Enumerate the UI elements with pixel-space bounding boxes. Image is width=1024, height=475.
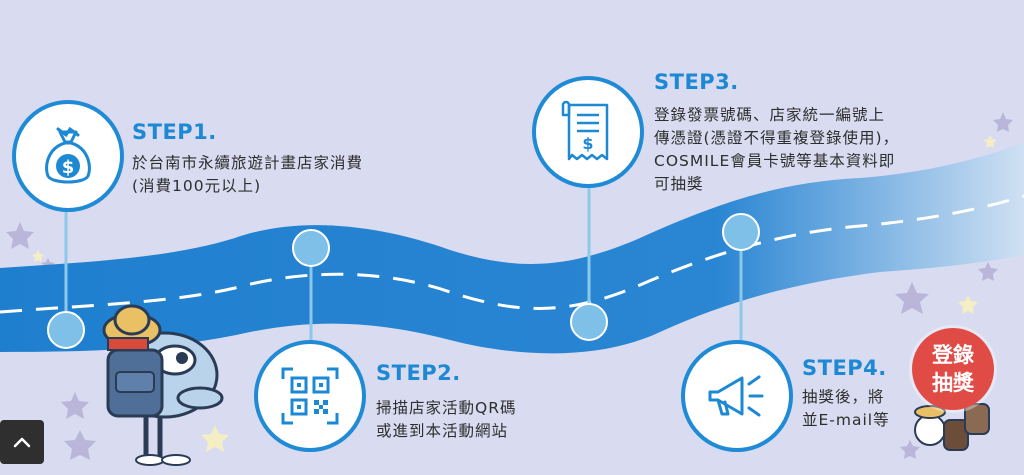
step3-line: COSMILE會員卡號等基本資料即 (654, 152, 896, 170)
receipt-icon: $ (561, 100, 609, 161)
stars-decoration (6, 112, 1013, 460)
step1-description: 於台南市永續旅遊計畫店家消費 (消費100元以上) (132, 152, 363, 198)
step4-line: 抽獎後，將 (802, 388, 885, 406)
step2-description: 掃描店家活動QR碼 或進到本活動網站 (376, 397, 516, 443)
step1-icon-circle: $ (12, 100, 124, 212)
step3-description: 登錄發票號碼、店家統一編號上 傳憑證(憑證不得重複登錄使用)， COSMILE會… (654, 104, 899, 196)
qr-code-icon (281, 367, 339, 425)
step4-icon-circle (681, 340, 793, 452)
step4-line: 並E-mail等 (802, 411, 890, 429)
step2-line: 掃描店家活動QR碼 (376, 399, 517, 417)
step3-line: 可抽獎 (654, 175, 704, 193)
megaphone-icon (708, 375, 764, 417)
svg-text:$: $ (62, 157, 75, 178)
step2-title: STEP2. (376, 361, 461, 385)
step3-line: 登錄發票號碼、店家統一編號上 (654, 106, 886, 124)
step4-title: STEP4. (802, 356, 887, 380)
money-bag-icon: $ (45, 126, 91, 184)
badge-line: 抽獎 (932, 371, 974, 395)
chevron-up-icon (13, 437, 31, 448)
scroll-top-button[interactable] (0, 420, 44, 464)
step4-description: 抽獎後，將 並E-mail等 (802, 386, 890, 432)
step1-line: 於台南市永續旅遊計畫店家消費 (132, 154, 364, 172)
step2-icon-circle (254, 340, 366, 452)
step1-title: STEP1. (132, 120, 217, 144)
mascot-traveler-illustration (102, 304, 224, 466)
road-dots (47, 213, 760, 349)
step3-line: 傳憑證(憑證不得重複登錄使用)， (654, 129, 900, 147)
mascot-group-illustration (914, 403, 990, 451)
step2-line: 或進到本活動網站 (376, 422, 509, 440)
light-stars-decoration (32, 135, 997, 452)
step3-title: STEP3. (654, 70, 739, 94)
svg-text:$: $ (582, 134, 593, 153)
badge-line: 登錄 (932, 343, 974, 367)
step1-line: (消費100元以上) (132, 177, 262, 195)
step3-icon-circle: $ (532, 76, 644, 188)
register-draw-button[interactable]: 登錄 抽獎 (912, 328, 994, 410)
